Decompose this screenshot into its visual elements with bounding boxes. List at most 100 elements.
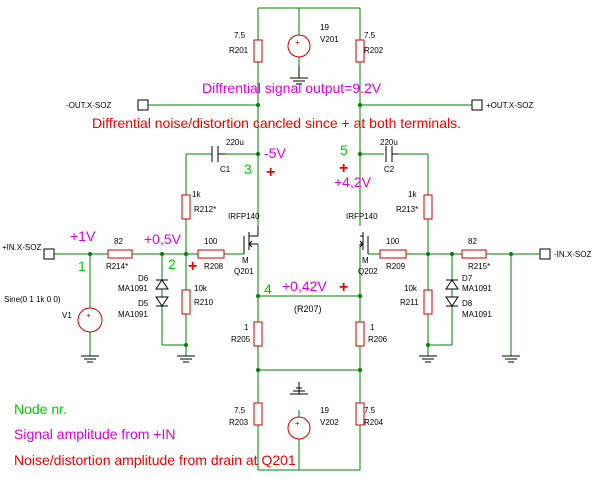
port-in-plus: [43, 248, 55, 260]
r207-ref: (R207): [294, 304, 322, 314]
mosfet-q202: [359, 232, 369, 254]
q202-model: IRFP140: [346, 212, 378, 221]
c2-value: 220u: [380, 138, 398, 147]
c2-ref: C2: [384, 165, 395, 174]
component-labels: 7.5 R201 7.5 R202 19 V201 220u C1 220u C…: [2, 23, 591, 427]
resistor-r203: [253, 402, 263, 426]
mosfets: [243, 226, 369, 254]
legend-noise: Noise/distortion amplitude from drain at…: [14, 452, 296, 468]
v202-value: 19: [320, 406, 329, 415]
c1-value: 220u: [226, 138, 244, 147]
diode-d5: [155, 296, 169, 307]
r209-value: 100: [386, 237, 400, 246]
r205-value: 1: [244, 323, 249, 332]
r202-value: 7.5: [364, 31, 376, 40]
source-v201: +: [287, 34, 311, 66]
port-in-minus-label: -IN.X-SOZ: [554, 250, 591, 259]
port-out-minus-label: -OUT.X-SOZ: [66, 101, 111, 110]
q202-ref: Q202: [358, 267, 378, 276]
r203-ref: R203: [229, 418, 249, 427]
ground-v201: [290, 66, 308, 85]
r211-ref: R211: [400, 298, 419, 307]
source-v1: +: [77, 307, 103, 333]
r215-ref: R215*: [468, 262, 490, 271]
legend-node: Node nr.: [14, 401, 67, 417]
node-1-label: 1: [78, 258, 86, 274]
resistor-r204: [355, 402, 365, 426]
resistor-r214: [107, 249, 133, 259]
r208-ref: R208: [204, 262, 224, 271]
node-2-label: 2: [168, 256, 176, 272]
r214-value: 82: [114, 237, 123, 246]
drain-left-plus: +: [266, 164, 275, 181]
source-plus: +: [339, 279, 348, 296]
drain-right-amplitude: +4,2V: [334, 174, 372, 190]
r210-value: 10k: [194, 284, 208, 293]
r206-ref: R206: [368, 335, 388, 344]
mosfet-q201: [243, 226, 259, 254]
r203-value: 7.5: [234, 406, 246, 415]
resistor-r202: [355, 39, 365, 63]
svg-text:+: +: [295, 38, 300, 47]
ground-right: [419, 355, 437, 363]
legend-signal: Signal amplitude from +IN: [14, 426, 175, 442]
diode-d8: [445, 296, 459, 307]
r201-value: 7.5: [234, 31, 246, 40]
c1-ref: C1: [220, 165, 231, 174]
noise-cancel-note: Diffrential noise/distortion cancled sin…: [92, 115, 461, 131]
port-in-plus-label: +IN.X-SOZ: [2, 243, 41, 252]
r213-ref: R213*: [396, 205, 418, 214]
ground-left: [177, 355, 195, 363]
d6-ref: D6: [138, 274, 149, 283]
v201-ref: V201: [320, 35, 339, 44]
drain-right-plus: +: [339, 160, 348, 177]
ground-v202: [290, 382, 308, 395]
r212-ref: R212*: [194, 205, 216, 214]
ground-symbols: [81, 66, 520, 395]
port-out-plus-label: +OUT.X-SOZ: [486, 101, 533, 110]
r204-value: 7.5: [364, 406, 376, 415]
node-3-label: 3: [244, 161, 252, 177]
resistors: [107, 39, 487, 426]
output-amplitude-note: Diffrential signal output=9.2V: [202, 80, 382, 96]
resistor-r208: [197, 249, 225, 259]
resistor-r209: [379, 249, 407, 259]
ground-v1: [81, 355, 99, 363]
drain-left-amplitude: -5V: [264, 145, 286, 161]
port-out-minus: [137, 99, 149, 111]
legend: Node nr. Signal amplitude from +IN Noise…: [14, 401, 296, 468]
svg-text:+: +: [86, 311, 91, 320]
resistor-r212: [181, 194, 191, 220]
resistor-r205: [253, 321, 263, 347]
diode-d7: [445, 279, 459, 290]
resistor-r210: [181, 289, 191, 315]
gate-plus: +: [188, 258, 197, 275]
diode-d6: [155, 279, 169, 290]
resistor-r201: [253, 39, 263, 63]
capacitor-c2: [385, 146, 398, 162]
capacitors: [211, 146, 398, 162]
ground-far-right: [502, 355, 520, 363]
r206-value: 1: [370, 323, 375, 332]
resistor-r206: [355, 321, 365, 347]
source-amplitude: +0,42V: [282, 278, 327, 294]
d7-model: MA1091: [462, 284, 492, 293]
capacitor-c1: [211, 146, 226, 162]
gate-amplitude: +0,5V: [144, 231, 182, 247]
port-in-minus: [539, 248, 551, 260]
node-4-label: 4: [264, 281, 272, 297]
voltage-sources: + + +: [77, 34, 311, 440]
r209-ref: R209: [386, 262, 406, 271]
r202-ref: R202: [364, 46, 384, 55]
d5-model: MA1091: [118, 310, 148, 319]
svg-text:+: +: [295, 419, 300, 428]
r210-ref: R210: [194, 298, 214, 307]
ports: [43, 99, 551, 260]
node-5-label: 5: [340, 142, 348, 158]
q201-ref: Q201: [234, 267, 254, 276]
v201-value: 19: [320, 23, 329, 32]
r215-value: 82: [468, 237, 477, 246]
r212-value: 1k: [192, 190, 201, 199]
resistor-r215: [461, 249, 487, 259]
